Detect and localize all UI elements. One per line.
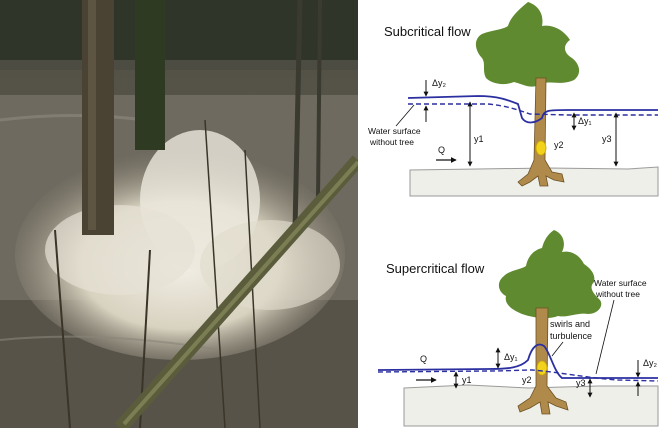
subcritical-water-surface-label-1: Water surface bbox=[368, 126, 421, 136]
flood-photo bbox=[0, 0, 358, 428]
supercritical-dy1-label: Δy₁ bbox=[504, 352, 518, 362]
supercritical-yellow-marker bbox=[536, 360, 548, 376]
subcritical-y3-label: y3 bbox=[602, 134, 612, 144]
subcritical-dy2-label: Δy₂ bbox=[432, 78, 447, 88]
supercritical-y2-label: y2 bbox=[522, 375, 532, 385]
subcritical-panel: Subcritical flow Δy₂ Water surface witho… bbox=[368, 2, 659, 197]
supercritical-swirls-label-1: swirls and bbox=[550, 319, 590, 329]
subcritical-ground bbox=[409, 166, 659, 197]
subcritical-y1-label: y1 bbox=[474, 134, 484, 144]
subcritical-water-surface-label-2: without tree bbox=[369, 137, 414, 147]
supercritical-dy2-label: Δy₂ bbox=[643, 358, 658, 368]
supercritical-water-surface bbox=[377, 343, 658, 379]
subcritical-title: Subcritical flow bbox=[384, 24, 471, 39]
supercritical-q-label: Q bbox=[420, 354, 427, 364]
supercritical-water-surface-label-1: Water surface bbox=[594, 278, 647, 288]
subcritical-q-label: Q bbox=[438, 145, 445, 155]
photo-tree-trunk bbox=[82, 0, 114, 235]
subcritical-dy1-label: Δy₁ bbox=[578, 116, 592, 126]
subcritical-water-surface-without-tree bbox=[408, 103, 658, 116]
supercritical-tree-canopy bbox=[498, 230, 602, 319]
subcritical-y2-label: y2 bbox=[554, 140, 564, 150]
flow-diagram: Subcritical flow Δy₂ Water surface witho… bbox=[368, 2, 659, 427]
supercritical-water-surface-without-tree bbox=[377, 369, 659, 382]
supercritical-y3-label: y3 bbox=[576, 378, 586, 388]
supercritical-title: Supercritical flow bbox=[386, 261, 485, 276]
subcritical-yellow-marker bbox=[535, 140, 547, 156]
subcritical-tree-trunk bbox=[517, 77, 565, 187]
supercritical-panel: Supercritical flow Q y1 Δy₁ y2 swirls an… bbox=[377, 230, 659, 427]
subcritical-water-surface bbox=[407, 95, 658, 124]
subcritical-tree-canopy bbox=[475, 2, 580, 87]
supercritical-swirls-label-2: turbulence bbox=[550, 331, 592, 341]
supercritical-y1-label: y1 bbox=[462, 375, 472, 385]
supercritical-water-surface-label-2: without tree bbox=[595, 289, 640, 299]
